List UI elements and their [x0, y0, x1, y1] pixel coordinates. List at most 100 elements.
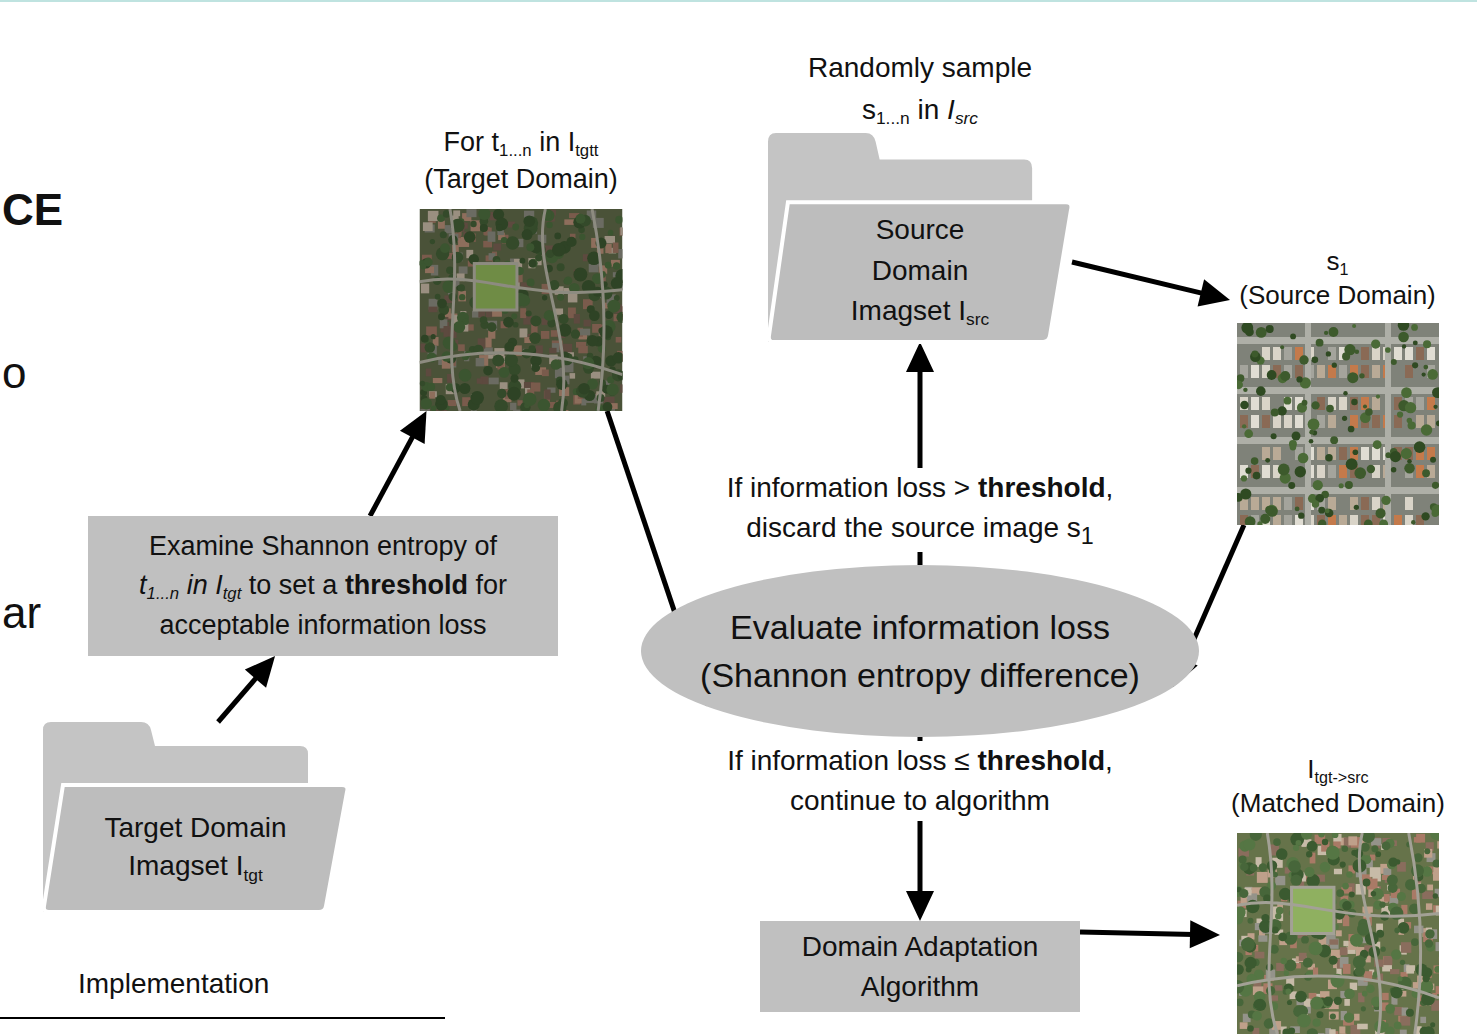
- photo-house: [544, 389, 550, 399]
- photo-tree: [1401, 344, 1405, 348]
- photo-house: [476, 358, 485, 366]
- photo-tree: [1412, 362, 1418, 368]
- photo-house: [1328, 415, 1336, 428]
- photo-tree: [1251, 351, 1258, 358]
- photo-tree: [576, 214, 586, 224]
- photo-tree: [1273, 838, 1281, 846]
- photo-tree: [554, 233, 561, 240]
- photo-house: [1357, 1024, 1368, 1030]
- photo-house: [1420, 1017, 1426, 1023]
- photo-tree: [607, 300, 620, 313]
- photo-tree: [499, 367, 510, 378]
- photo-tree: [559, 314, 569, 324]
- text-style: I: [947, 94, 955, 125]
- photo-ground: [1237, 323, 1439, 525]
- photo-tree: [421, 335, 429, 343]
- photo-tree: [1266, 370, 1276, 380]
- photo-house: [520, 308, 526, 318]
- photo-tree: [440, 243, 450, 253]
- photo-road: [542, 209, 563, 411]
- photo-house: [1284, 515, 1292, 525]
- node-body: [416, 209, 626, 411]
- photo-house: [1255, 952, 1265, 959]
- photo-tree: [1421, 372, 1425, 376]
- photo-house: [1351, 1028, 1360, 1034]
- ellipse-node: Evaluate information loss (Shannon entro…: [641, 565, 1199, 737]
- ellipse-shape: [641, 565, 1199, 737]
- photo-tree: [1433, 405, 1437, 409]
- connector-arrow: [370, 411, 427, 516]
- text-style: tgt: [223, 570, 242, 600]
- photo-tree: [1324, 509, 1329, 514]
- text-style: tgt: [243, 865, 262, 885]
- photo-house: [1426, 903, 1432, 909]
- photo-tree: [1394, 1022, 1402, 1030]
- photo-tree: [1280, 958, 1287, 965]
- ellipse-fill: [641, 565, 1199, 737]
- photo-tree: [1288, 482, 1295, 489]
- photo-house: [1284, 347, 1292, 360]
- photo-tree: [1353, 505, 1358, 510]
- photo-house: [1405, 347, 1413, 360]
- photo-tree: [1265, 458, 1270, 463]
- text-style: 1...n: [876, 108, 910, 128]
- photo-tree: [1352, 324, 1356, 328]
- photo-tree: [1241, 424, 1245, 428]
- photo-house: [1436, 986, 1439, 994]
- photo-tree: [526, 310, 532, 316]
- photo-tree: [616, 312, 622, 323]
- text-style: threshold: [978, 745, 1106, 776]
- photo-tree: [1390, 467, 1395, 472]
- photo-tree: [1247, 918, 1253, 924]
- photo-tree: [1326, 846, 1340, 860]
- photo-tree: [1344, 988, 1355, 999]
- photo-tree: [431, 334, 436, 339]
- photo-house: [1240, 397, 1248, 410]
- photo-house: [1295, 415, 1303, 428]
- photo-tree: [1277, 406, 1286, 415]
- photo-tree: [1280, 345, 1284, 349]
- photo-tree: [1411, 324, 1418, 331]
- photo-house: [1284, 415, 1292, 428]
- node-heading-area: Randomly sample s1...n in Isrc: [768, 26, 1072, 133]
- photo-house: [1350, 447, 1358, 460]
- photo-tree: [1247, 1025, 1254, 1032]
- photo-house: [1273, 515, 1281, 525]
- photo-tree: [1362, 991, 1368, 997]
- folder-node: Randomly sample s1...n in IsrcSource Dom…: [768, 26, 1072, 342]
- photo-tree: [613, 262, 620, 269]
- photo-tree: [1389, 451, 1400, 462]
- photo-tree: [1255, 327, 1266, 338]
- photo-tree: [518, 294, 530, 306]
- photo-tree: [495, 218, 508, 231]
- photo-tree: [1325, 351, 1330, 356]
- photo-tree: [1239, 889, 1248, 898]
- photo-house: [1275, 985, 1283, 991]
- photo-house: [1334, 869, 1342, 874]
- photo-house: [458, 344, 465, 351]
- photo-house: [1361, 447, 1369, 460]
- photo-house: [433, 378, 442, 383]
- photo-road: [1237, 976, 1439, 998]
- photo-house: [1262, 415, 1270, 428]
- photo-tree: [1322, 839, 1328, 845]
- photo-tree: [446, 384, 454, 392]
- photo-tree: [480, 224, 488, 232]
- photo-street: [1385, 323, 1391, 525]
- photo-house: [429, 392, 435, 399]
- photo-house: [1329, 1012, 1339, 1020]
- photo-tree: [1422, 975, 1429, 982]
- arrowhead: [400, 411, 427, 444]
- photo-tree: [510, 375, 518, 383]
- folder-front: [44, 785, 348, 912]
- photo-tree: [1430, 1022, 1435, 1027]
- connector-arrow: [1072, 262, 1230, 307]
- photo-tree: [1250, 351, 1261, 362]
- top-rule: [0, 0, 1477, 2]
- photo-house: [1251, 497, 1259, 510]
- photo-tree: [1307, 418, 1319, 430]
- photo-tree: [573, 267, 587, 281]
- photo-tree: [1323, 997, 1333, 1007]
- photo-tree: [458, 284, 465, 291]
